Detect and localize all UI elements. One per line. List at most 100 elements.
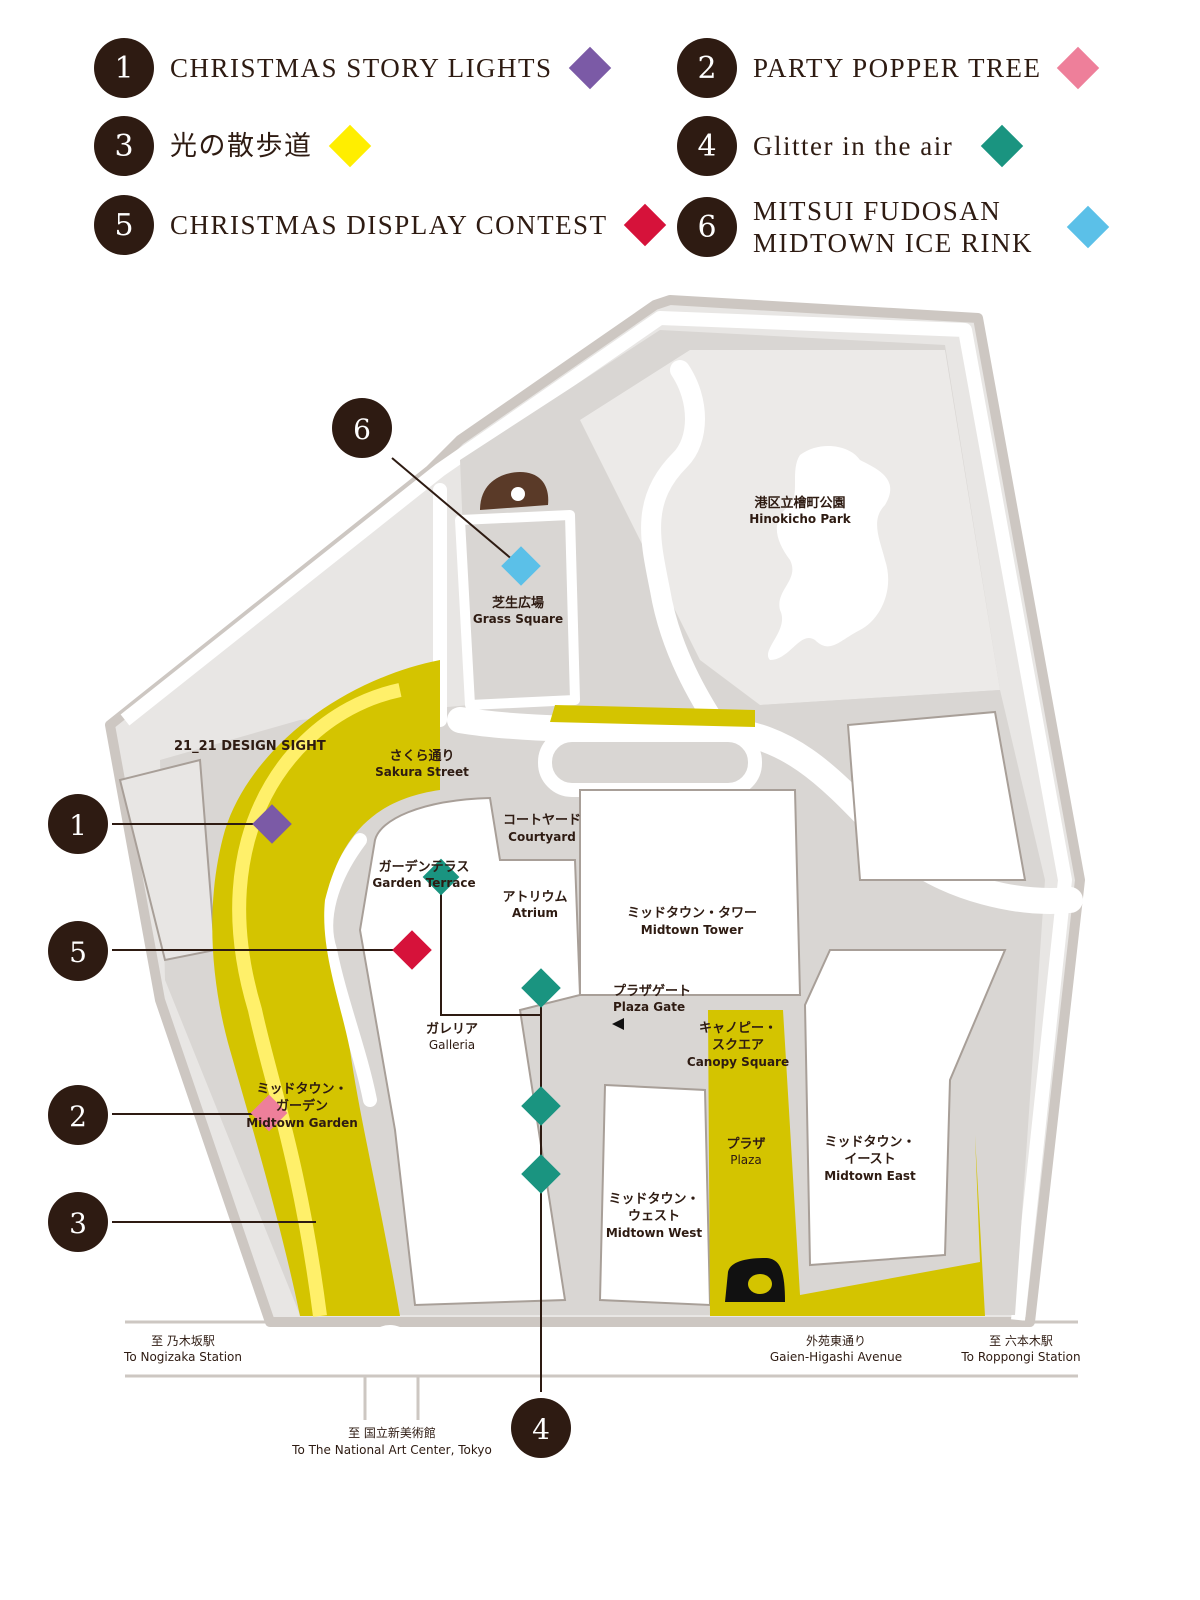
diamond-icon xyxy=(521,1154,561,1194)
diamond-icon xyxy=(1057,46,1100,90)
legend-label: 光の散歩道 xyxy=(170,131,313,161)
label-midtown-garden-jp2: ガーデン xyxy=(276,1098,328,1114)
diamond-icon xyxy=(422,858,460,896)
legend-number: 4 xyxy=(677,116,737,176)
label-atrium-en: Atrium xyxy=(512,906,558,920)
diamond-icon xyxy=(1066,205,1110,249)
legend-item-2: 2 PARTY POPPER TREE xyxy=(677,38,1100,98)
diamond-icon xyxy=(328,124,371,168)
svg-text:3: 3 xyxy=(69,1207,87,1240)
legend: 1 CHRISTMAS STORY LIGHTS 2 PARTY POPPER … xyxy=(0,0,1200,280)
label-midtown-west-jp2: ウェスト xyxy=(628,1209,680,1224)
label-atrium-jp: アトリウム xyxy=(502,890,567,905)
diamond-icon xyxy=(980,124,1024,168)
diamond-icon xyxy=(252,804,292,844)
pond xyxy=(767,445,891,660)
stage-icon xyxy=(725,1258,785,1302)
label-courtyard-en: Courtyard xyxy=(508,830,576,844)
label-grass-square-jp: 芝生広場 xyxy=(492,595,544,611)
building-tower xyxy=(579,789,802,996)
label-hinokicho-park-en: Hinokicho Park xyxy=(749,512,852,526)
legend-label-line2: MIDTOWN ICE RINK xyxy=(753,228,1033,258)
ice-rink-icon xyxy=(480,472,549,510)
legend-item-4: 4 Glitter in the air xyxy=(677,116,1024,176)
label-sakura-street-en: Sakura Street xyxy=(375,765,469,779)
label-midtown-east-jp2: イースト xyxy=(844,1152,895,1167)
legend-number: 1 xyxy=(94,38,154,98)
diamond-markers xyxy=(250,546,561,1194)
map-marker-1: 1 xyxy=(48,794,108,854)
label-garden-terrace-en: Garden Terrace xyxy=(372,876,475,890)
legend-number: 2 xyxy=(677,38,737,98)
map-marker-6: 6 xyxy=(332,398,392,458)
svg-text:2: 2 xyxy=(69,1100,87,1133)
label-nact-en: To The National Art Center, Tokyo xyxy=(291,1443,492,1457)
label-midtown-east-jp1: ミッドタウン・ xyxy=(824,1135,915,1150)
road-labels: 至 乃木坂駅 To Nogizaka Station 外苑東通り Gaien-H… xyxy=(123,1334,1081,1457)
svg-text:4: 4 xyxy=(532,1413,550,1446)
label-nact-jp: 至 国立新美術館 xyxy=(348,1425,436,1440)
label-canopy-square-jp2: スクエア xyxy=(712,1038,764,1053)
label-plaza-jp: プラザ xyxy=(726,1137,765,1152)
legend-label: CHRISTMAS DISPLAY CONTEST xyxy=(170,210,608,240)
buildings xyxy=(118,710,1027,1307)
map-marker-5: 5 xyxy=(48,921,108,981)
svg-text:6: 6 xyxy=(353,413,371,446)
label-midtown-tower-jp: ミッドタウン・タワー xyxy=(627,906,757,921)
legend-item-6: 6 MITSUI FUDOSAN MIDTOWN ICE RINK xyxy=(677,195,1110,259)
label-galleria-en: Galleria xyxy=(429,1038,475,1052)
label-midtown-west-en: Midtown West xyxy=(606,1226,703,1240)
diamond-icon xyxy=(250,1094,288,1132)
legend-label: MITSUI FUDOSAN MIDTOWN ICE RINK xyxy=(753,195,1033,259)
map-marker-2: 2 xyxy=(48,1085,108,1145)
numbered-markers: 6 1 5 2 3 4 xyxy=(48,398,571,1458)
label-galleria-jp: ガレリア xyxy=(426,1022,478,1037)
legend-item-3: 3 光の散歩道 xyxy=(94,116,371,176)
building-hinokicho-block xyxy=(846,710,1027,881)
legend-number: 3 xyxy=(94,116,154,176)
label-roppongi-jp: 至 六本木駅 xyxy=(989,1334,1053,1348)
label-midtown-west-jp1: ミッドタウン・ xyxy=(608,1192,699,1207)
building-courtyard xyxy=(500,810,580,860)
legend-item-1: 1 CHRISTMAS STORY LIGHTS xyxy=(94,38,611,98)
label-midtown-east-en: Midtown East xyxy=(824,1169,916,1183)
label-sakura-street-jp: さくら通り xyxy=(389,748,454,764)
label-garden-terrace-jp: ガーデンテラス xyxy=(379,859,470,875)
legend-label: Glitter in the air xyxy=(753,131,954,161)
diamond-icon xyxy=(521,968,561,1008)
legend-item-5: 5 CHRISTMAS DISPLAY CONTEST xyxy=(94,195,666,255)
legend-number: 5 xyxy=(94,195,154,255)
label-nogizaka-en: To Nogizaka Station xyxy=(123,1350,242,1364)
map-marker-4: 4 xyxy=(511,1398,571,1458)
label-canopy-square-jp1: キャノピー・ xyxy=(699,1021,777,1036)
label-plaza-en: Plaza xyxy=(730,1153,762,1167)
diamond-icon xyxy=(521,1086,561,1126)
label-midtown-garden-en: Midtown Garden xyxy=(246,1116,358,1130)
legend-label-line1: MITSUI FUDOSAN xyxy=(753,196,1002,226)
label-gaien-en: Gaien-Higashi Avenue xyxy=(770,1350,902,1364)
diamond-icon xyxy=(568,46,611,90)
label-grass-square-en: Grass Square xyxy=(473,612,563,626)
label-canopy-square-en: Canopy Square xyxy=(687,1055,789,1069)
label-courtyard-jp: コートヤード xyxy=(503,813,581,828)
road-edges xyxy=(125,1320,1078,1420)
diamond-icon xyxy=(501,546,541,586)
legend-number: 6 xyxy=(677,197,737,257)
paths xyxy=(100,360,1100,1445)
site-map: 6 1 5 2 3 4 港区立檜町公園 Hinokicho Park 芝生広場 … xyxy=(48,295,1100,1458)
svg-text:5: 5 xyxy=(69,936,87,969)
label-nogizaka-jp: 至 乃木坂駅 xyxy=(151,1334,215,1348)
label-plaza-gate-en: Plaza Gate xyxy=(613,1000,685,1014)
building-east xyxy=(803,949,1007,1267)
label-design-sight: 21_21 DESIGN SIGHT xyxy=(174,739,326,754)
plaza-gate-arrow-icon xyxy=(612,1018,624,1030)
label-midtown-garden-jp1: ミッドタウン・ xyxy=(256,1082,347,1097)
place-labels: 港区立檜町公園 Hinokicho Park 芝生広場 Grass Square… xyxy=(174,495,916,1240)
legend-label: PARTY POPPER TREE xyxy=(753,53,1042,83)
diamond-icon xyxy=(623,203,666,247)
map-marker-3: 3 xyxy=(48,1192,108,1252)
svg-text:1: 1 xyxy=(69,809,87,842)
label-hinokicho-park-jp: 港区立檜町公園 xyxy=(754,495,845,511)
label-plaza-gate-jp: プラザゲート xyxy=(613,983,691,999)
legend-label: CHRISTMAS STORY LIGHTS xyxy=(170,53,553,83)
